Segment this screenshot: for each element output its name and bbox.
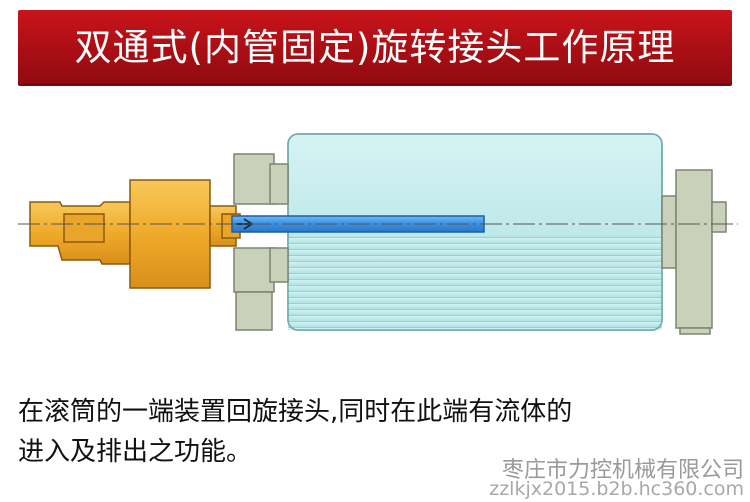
description-line-2: 进入及排出之功能。 xyxy=(18,437,253,467)
rotary-joint-body xyxy=(29,179,241,289)
page-title: 双通式(内管固定)旋转接头工作原理 xyxy=(74,26,676,69)
description-line-1: 在滚筒的一端装置回旋接头,同时在此端有流体的 xyxy=(18,397,573,427)
description-text: 在滚筒的一端装置回旋接头,同时在此端有流体的 进入及排出之功能。 xyxy=(18,392,738,472)
watermark-url: zzlkjx2015.b2b.hc360.com xyxy=(489,478,744,500)
left-bearing-frame xyxy=(233,153,289,331)
watermark-company: 枣庄市力控机械有限公司 xyxy=(501,458,744,483)
rotary-joint-diagram xyxy=(18,133,738,335)
title-banner: 双通式(内管固定)旋转接头工作原理 xyxy=(18,10,732,86)
right-bearing xyxy=(661,169,727,335)
